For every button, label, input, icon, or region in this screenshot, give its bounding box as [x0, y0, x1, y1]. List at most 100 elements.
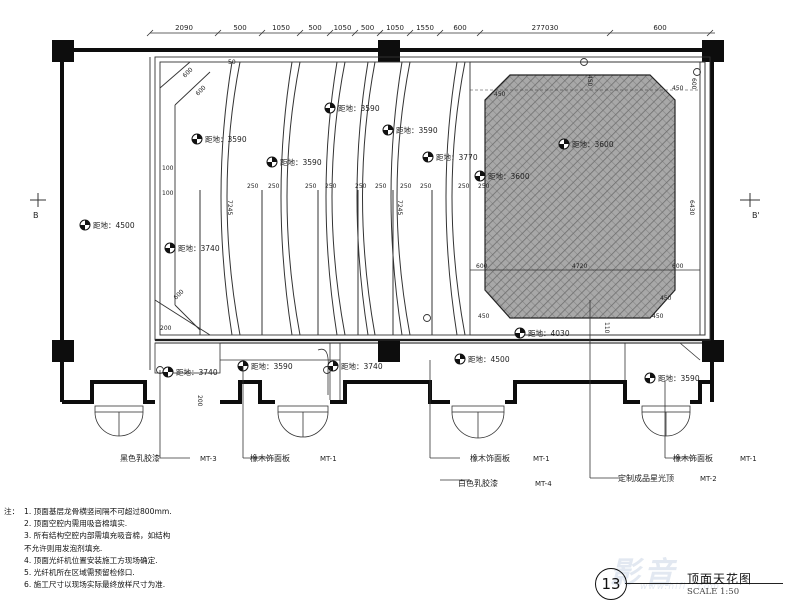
inner-dim-label: 250: [478, 183, 490, 190]
height-marker: 距地：3590: [266, 156, 322, 168]
inner-dim-label: 450: [494, 91, 506, 98]
inner-dim-label: 250: [400, 183, 412, 190]
top-dim-label: 2090: [175, 24, 193, 32]
inner-dim-label: 250: [355, 183, 367, 190]
note-text: 4. 顶面光纤机位置安装施工方现场确定.: [24, 555, 158, 565]
inner-dim-label: 250: [325, 183, 337, 190]
inner-dim-label: 250: [375, 183, 387, 190]
section-right-label: B': [752, 211, 760, 220]
rib-curve: [280, 61, 293, 336]
height-marker: 距地：3600: [474, 170, 530, 182]
height-label: 距地：3740: [341, 361, 383, 371]
callout-material: 黑色乳胶漆: [120, 453, 160, 463]
height-marker: 距地：3740: [162, 366, 218, 378]
section-markers: B B': [30, 193, 760, 220]
note-line: 不允许则用发泡剂填充.: [4, 543, 334, 555]
doors: [94, 405, 691, 439]
height-marker: 距地：4500: [454, 353, 510, 365]
note-prefix: [4, 579, 24, 591]
height-marker: 距地：4030: [514, 327, 570, 339]
height-label: 距地：3590: [396, 125, 438, 135]
inner-dim-label: 250: [305, 183, 317, 190]
note-prefix: [4, 530, 24, 542]
height-marker: 距地：3590: [644, 372, 700, 384]
inner-dim-label: 110: [603, 322, 610, 334]
inner-dim-label: 600: [690, 78, 697, 90]
title-underline: [625, 583, 783, 584]
inner-dim-label: 200: [196, 395, 203, 407]
inner-dim-label: 450: [660, 295, 672, 302]
corridor-details: [154, 342, 701, 400]
height-label: 距地：3590: [251, 361, 293, 371]
rib-curve: [220, 61, 233, 336]
title-block: 13 顶面天花图 SCALE 1:50: [595, 563, 785, 603]
note-line: 4. 顶面光纤机位置安装施工方现场确定.: [4, 555, 334, 567]
star-ceiling-panel: [470, 74, 700, 319]
inner-dim-label: 250: [458, 183, 470, 190]
note-text: 不允许则用发泡剂填充.: [24, 543, 103, 553]
height-marker: 距地：3590: [382, 124, 438, 136]
construction-notes: 注： 1. 顶面基层龙骨横竖间隔不可超过800mm. 2. 顶面空腔内需用吸音棉填实…: [4, 506, 334, 591]
callout-code: MT-3: [200, 455, 217, 463]
note-prefix: 注：: [4, 507, 20, 516]
height-label: 距地：3770: [436, 152, 478, 162]
inner-dim-label: 450: [478, 313, 490, 320]
callout: 黑色乳胶漆 MT-3: [120, 370, 217, 463]
inner-dim-label: 450: [672, 85, 684, 92]
inner-dim-label: 600: [476, 263, 488, 270]
inner-dim-label: 450: [586, 75, 593, 87]
top-dim-label: 277030: [532, 24, 559, 32]
height-marker: 距地：3590: [324, 102, 380, 114]
height-label: 距地：3600: [488, 171, 530, 181]
height-marker: 距地：3770: [422, 151, 478, 163]
top-dim-label: 600: [653, 24, 666, 32]
rib-curve: [226, 61, 241, 336]
height-label: 距地：4030: [528, 328, 570, 338]
note-text: 2. 顶面空腔内需用吸音棉填实.: [24, 519, 128, 529]
drawing-number: 13: [595, 568, 627, 600]
height-label: 距地：3590: [280, 157, 322, 167]
note-text: 3. 所有结构空腔内部需填充吸音棉，如结构: [24, 531, 171, 541]
callout-material: 橡木饰面板: [470, 453, 510, 463]
top-dim-label: 500: [361, 24, 374, 32]
note-text: 1. 顶面基层龙骨横竖间隔不可超过800mm.: [24, 507, 172, 516]
watermark-sub: www.hifi...com: [640, 582, 721, 592]
note-line: 6. 施工尺寸以现场实际最终放样尺寸为准.: [4, 579, 334, 591]
height-label: 距地：3590: [205, 134, 247, 144]
callout-code: MT-1: [320, 455, 337, 463]
inner-dim-label: 6430: [688, 200, 695, 215]
height-label: 距地：4500: [468, 354, 510, 364]
rib-curve: [451, 61, 466, 336]
inner-dim-label: 250: [268, 183, 280, 190]
height-label: 距地：3600: [572, 139, 614, 149]
top-dim-label: 1550: [416, 24, 434, 32]
inner-dim-label: 250: [247, 183, 259, 190]
drawing-scale: SCALE 1:50: [687, 587, 740, 597]
fiber-machine-markers: [156, 58, 701, 374]
height-marker: 距地：3740: [164, 242, 220, 254]
structural-columns: [52, 40, 724, 362]
top-dim-label: 500: [308, 24, 321, 32]
drawing-title: 顶面天花图: [687, 572, 753, 586]
section-left-label: B: [33, 211, 39, 220]
height-marker: 距地：3600: [558, 138, 614, 150]
note-prefix: [4, 567, 24, 579]
note-text: 5. 光纤机所在区域需预留检修口.: [24, 568, 135, 578]
inner-dim-label: 250: [420, 183, 432, 190]
note-prefix: [4, 555, 24, 567]
inner-dim-label: 4720: [572, 263, 587, 270]
rib-curve: [445, 61, 458, 336]
height-label: 距地：3740: [176, 367, 218, 377]
top-dim-label: 1050: [386, 24, 404, 32]
rib-curve: [390, 61, 403, 336]
note-line: 2. 顶面空腔内需用吸音棉填实.: [4, 518, 334, 530]
height-marker: 距地：3590: [191, 133, 247, 145]
